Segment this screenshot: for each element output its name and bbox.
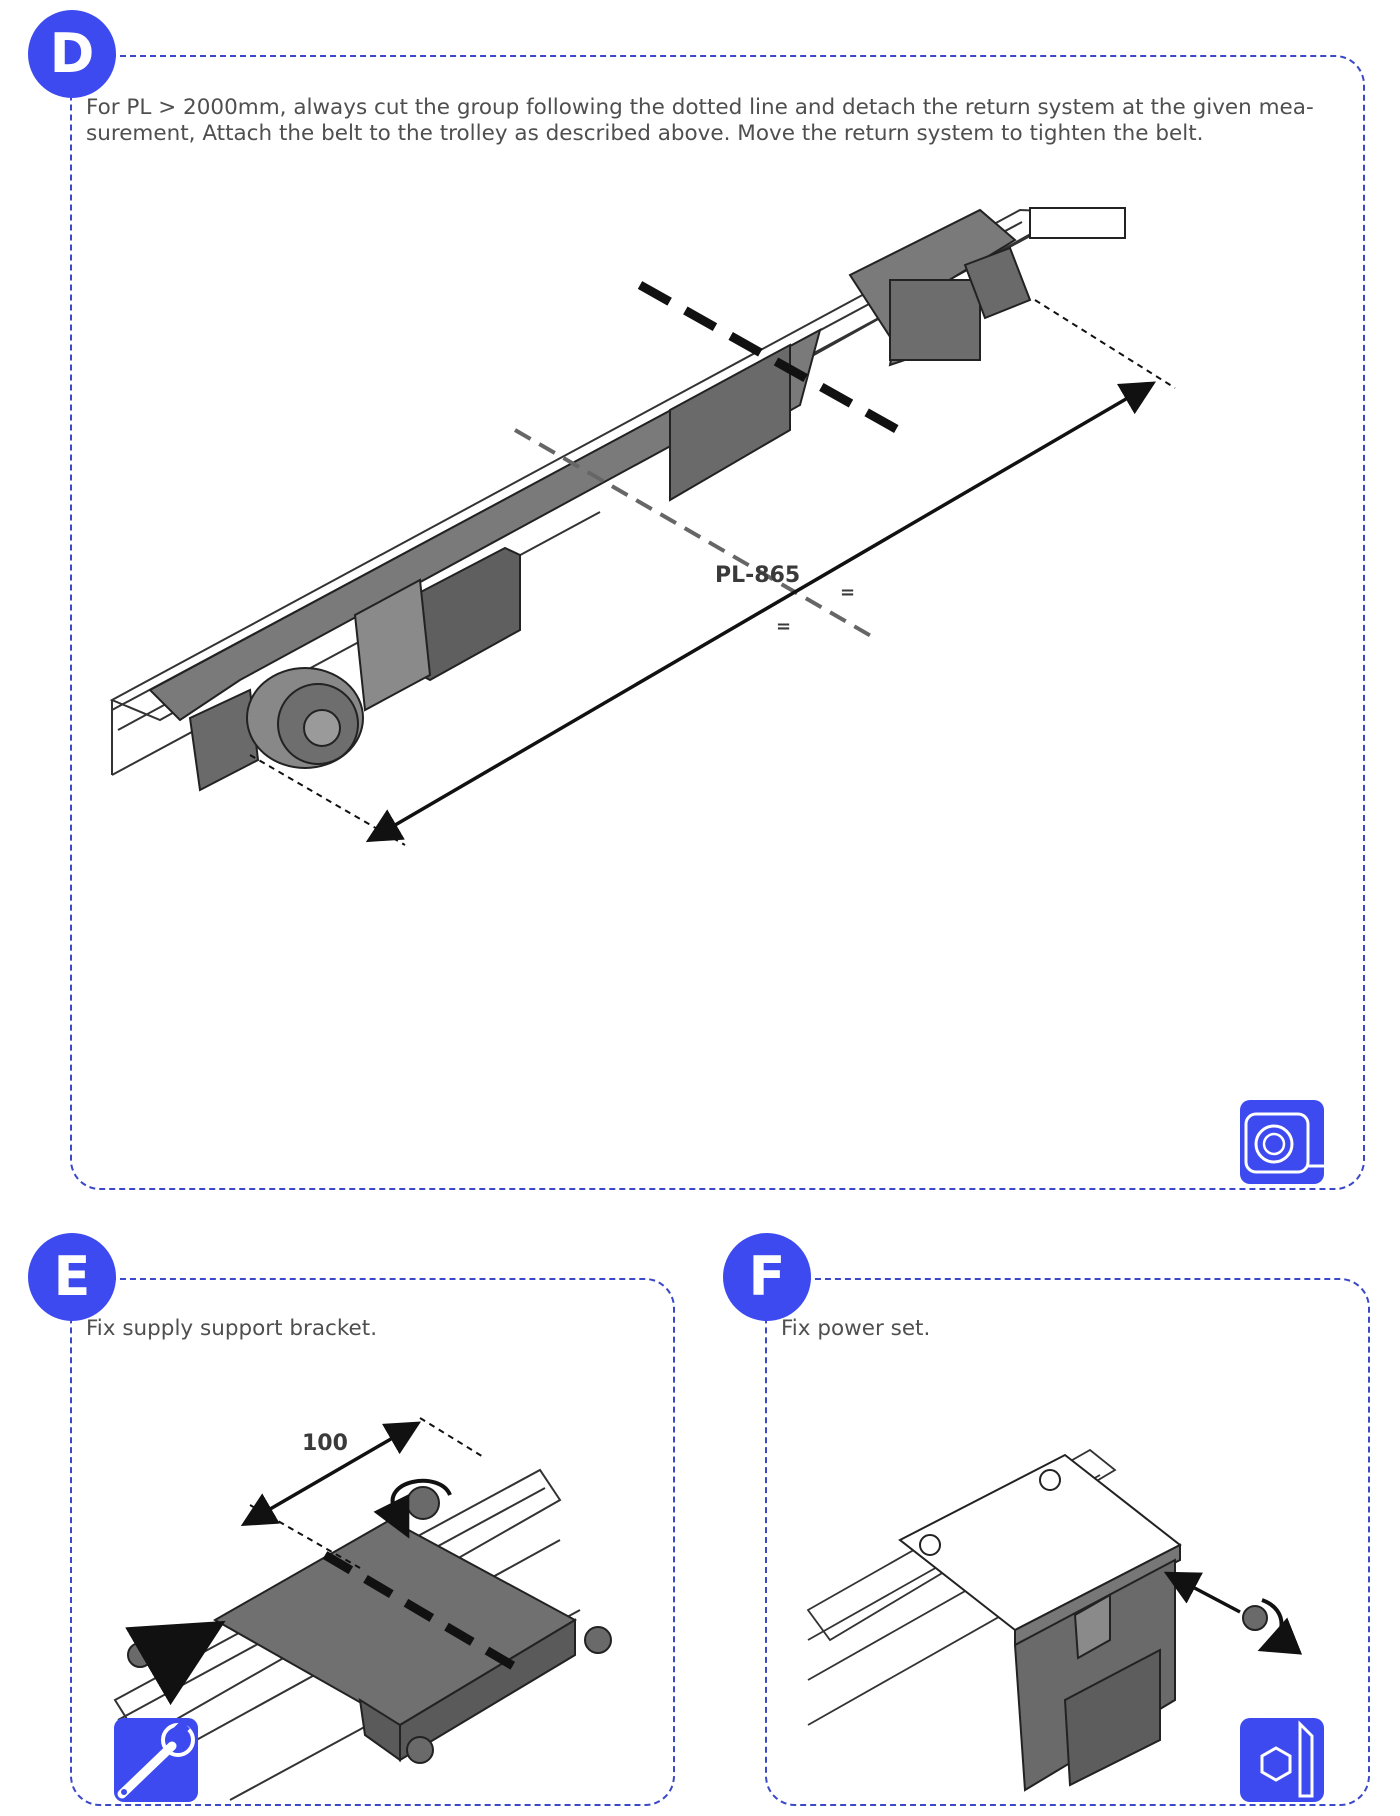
equal-mark-upper: = xyxy=(840,582,855,603)
bolt-left xyxy=(127,1642,153,1668)
step-d-line-1: For PL > 2000mm, always cut the group fo… xyxy=(86,95,1314,120)
equal-mark-lower: = xyxy=(776,616,791,637)
bolt-plate-f xyxy=(1039,1469,1061,1491)
step-f-illustration xyxy=(806,1448,1303,1792)
power-set-box xyxy=(1013,1558,1176,1792)
dimension-arrow-e xyxy=(240,1421,422,1527)
cover-plate xyxy=(898,1453,1182,1647)
nut-f xyxy=(1242,1605,1268,1631)
dimension-label-pl: PL-865 xyxy=(715,563,800,588)
nut-right xyxy=(584,1626,612,1654)
extension-line-right xyxy=(1034,299,1176,389)
rotate-arrow-f xyxy=(1257,1598,1303,1655)
motor xyxy=(188,667,364,792)
step-d-instructions: For PL > 2000mm, always cut the group fo… xyxy=(86,95,1346,147)
step-e-badge: E xyxy=(28,1233,116,1321)
extension-line-e-right xyxy=(419,1417,486,1459)
carriage-plate xyxy=(148,208,1017,722)
step-f-instructions: Fix power set. xyxy=(781,1316,931,1341)
nut-bottom xyxy=(406,1736,434,1764)
tape-measure-icon xyxy=(1240,1100,1324,1184)
step-e-illustration: 100 xyxy=(113,1417,612,1801)
step-e-frame xyxy=(70,1278,675,1806)
step-f-badge: F xyxy=(723,1233,811,1321)
insert-arrow-f xyxy=(1163,1571,1241,1614)
step-d-badge: D xyxy=(28,10,116,98)
dimension-label-100: 100 xyxy=(302,1431,348,1456)
hex-key-icon xyxy=(1240,1718,1324,1802)
support-bracket xyxy=(212,1518,578,1762)
bolt-rail-f xyxy=(919,1534,941,1556)
step-f-frame xyxy=(765,1278,1370,1806)
dimension-arrow xyxy=(365,381,1157,843)
step-e-instructions: Fix supply support bracket. xyxy=(86,1316,378,1341)
bolt-top xyxy=(406,1486,440,1520)
cut-line-e xyxy=(322,1551,523,1674)
extension-line-left xyxy=(249,754,406,846)
return-system xyxy=(963,207,1126,320)
step-d-frame xyxy=(70,55,1365,1190)
insert-arrow-e xyxy=(125,1620,226,1706)
step-d-illustration: PL-865 = = xyxy=(109,207,1176,846)
wrench-icon xyxy=(114,1718,198,1802)
step-d-line-2: surement, Attach the belt to the trolley… xyxy=(86,121,1204,146)
